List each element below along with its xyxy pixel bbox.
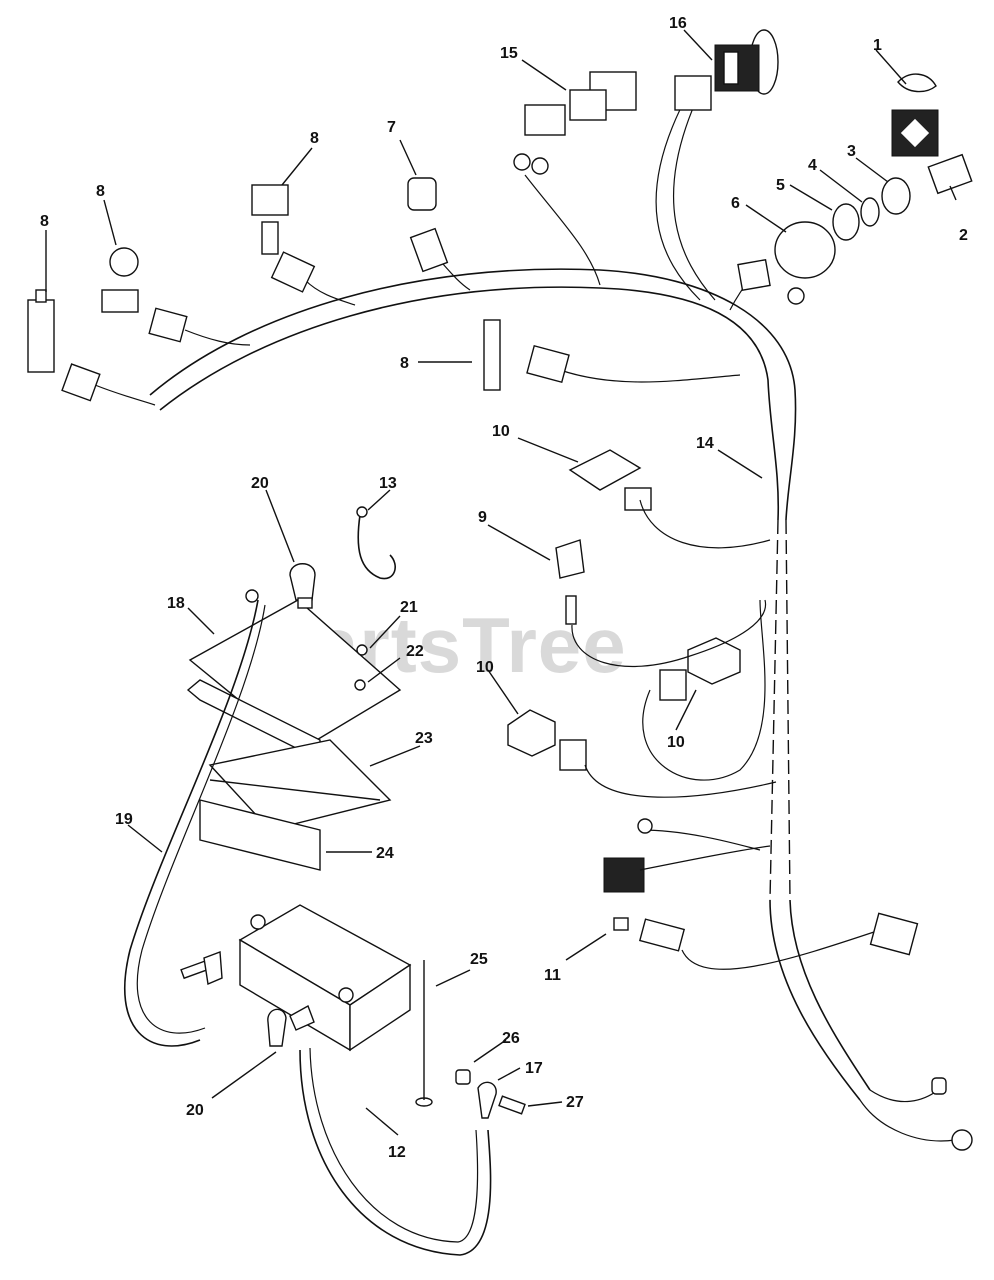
connector-right-lower — [603, 818, 919, 956]
callout-5: 5 — [776, 177, 785, 194]
terminal-boot-20-lower — [267, 1004, 315, 1047]
terminal-boot-20-upper — [289, 563, 316, 609]
ground-cable — [299, 1047, 492, 1256]
callout-8-left: 8 — [96, 183, 105, 200]
callout-27: 27 — [566, 1094, 584, 1111]
harness-end-terminals — [859, 1077, 973, 1151]
callout-8-center: 8 — [400, 355, 409, 372]
callout-26: 26 — [502, 1030, 520, 1047]
callout-labels: 1 2 3 4 5 6 7 8 8 8 8 9 10 10 10 11 12 1… — [40, 15, 968, 1161]
connector-11 — [613, 917, 881, 970]
callout-10-center: 10 — [476, 659, 494, 676]
callout-20-lower: 20 — [186, 1102, 204, 1119]
callout-20-upper: 20 — [251, 475, 269, 492]
switch-8-mid — [251, 184, 316, 293]
callout-11: 11 — [544, 967, 561, 984]
wire-loop-13 — [356, 506, 396, 580]
callout-24: 24 — [376, 845, 394, 862]
switch-8-center — [483, 319, 570, 391]
relay-10-upper — [568, 449, 771, 549]
callout-4: 4 — [808, 157, 817, 174]
callout-14: 14 — [696, 435, 714, 452]
callout-10-upper: 10 — [492, 423, 510, 440]
callout-10-right: 10 — [667, 734, 685, 751]
callout-18: 18 — [167, 595, 185, 612]
callout-19: 19 — [115, 811, 133, 828]
callout-15: 15 — [500, 45, 518, 62]
callout-12: 12 — [388, 1144, 406, 1161]
cable-19 — [124, 589, 266, 1047]
callout-1: 1 — [873, 37, 882, 54]
plug-7 — [407, 177, 449, 273]
callout-25: 25 — [470, 951, 488, 968]
switch-8-far-left — [27, 289, 101, 402]
callout-3: 3 — [847, 143, 856, 160]
battery — [238, 904, 412, 1052]
hardware-bolts — [180, 644, 526, 1119]
callout-22: 22 — [406, 643, 424, 660]
leader-lines — [45, 29, 957, 1136]
callout-13: 13 — [379, 475, 397, 492]
diode-9 — [555, 539, 767, 668]
relay-15 — [513, 71, 637, 175]
switch-8-left — [101, 247, 188, 343]
callout-8-mid: 8 — [310, 130, 319, 147]
relay-10-right — [642, 599, 766, 781]
callout-23: 23 — [415, 730, 433, 747]
switch-16 — [674, 29, 779, 111]
callout-6: 6 — [731, 195, 740, 212]
battery-cover-23 — [186, 679, 392, 831]
relay-10-center — [507, 709, 777, 798]
callout-21: 21 — [400, 599, 418, 616]
main-harness-14 — [149, 268, 871, 1101]
ignition-switch-group — [737, 73, 973, 305]
left-switch-branches — [94, 89, 761, 406]
callout-2: 2 — [959, 227, 968, 244]
callout-8-far-left: 8 — [40, 213, 49, 230]
callout-16: 16 — [669, 15, 687, 32]
callout-17: 17 — [525, 1060, 543, 1077]
callout-7: 7 — [387, 119, 396, 136]
callout-9: 9 — [478, 509, 487, 526]
battery-tray-24 — [199, 779, 381, 871]
